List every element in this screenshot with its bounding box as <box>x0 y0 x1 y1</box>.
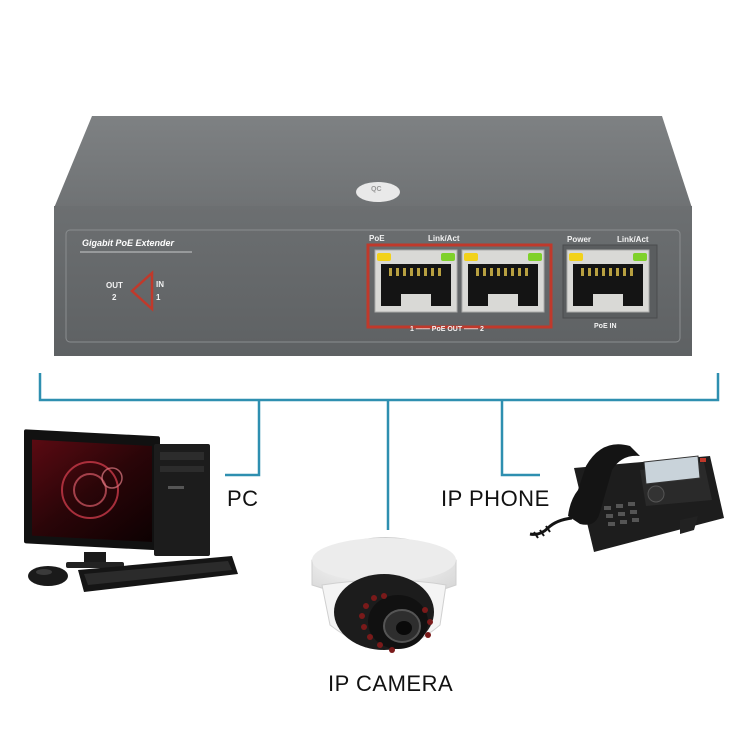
bus-line <box>38 373 720 402</box>
ip-phone-icon <box>529 444 724 552</box>
device-brand-label: Gigabit PoE Extender <box>82 238 175 248</box>
qc-sticker <box>356 182 400 202</box>
pc-label: PC <box>227 486 259 511</box>
rj45-port-in <box>566 249 650 313</box>
port-in-label: IN <box>156 280 164 289</box>
led-left-icon <box>377 253 391 261</box>
rj45-ports <box>374 249 650 313</box>
connector-lines <box>38 373 720 530</box>
link-act-led-label-in: Link/Act <box>617 235 649 244</box>
port-out-number: 2 <box>112 293 117 302</box>
led-left-icon <box>464 253 478 261</box>
port-in-number: 1 <box>156 293 161 302</box>
led-left-icon <box>569 253 583 261</box>
led-right-icon <box>633 253 647 261</box>
link-act-led-label-out: Link/Act <box>428 234 460 243</box>
qc-sticker-text: QC <box>371 186 382 193</box>
pc-connector <box>225 400 261 477</box>
device-top-surface <box>54 116 692 208</box>
phone-connector <box>500 400 540 477</box>
ip-phone-label: IP PHONE <box>441 486 550 511</box>
dome-camera-icon <box>311 537 457 653</box>
rj45-port-out-1 <box>374 249 458 313</box>
desktop-computer-icon <box>24 429 238 592</box>
poe-out-port-group <box>366 243 553 329</box>
led-right-icon <box>528 253 542 261</box>
rj45-port-out-2 <box>461 249 545 313</box>
port-out-label: OUT <box>106 281 123 290</box>
poe-in-label: PoE IN <box>594 323 617 330</box>
port-direction-arrow-icon <box>130 270 154 312</box>
poe-out-label: 1 —— PoE OUT —— 2 <box>410 326 484 333</box>
ip-camera-label: IP CAMERA <box>328 671 454 696</box>
poe-led-label: PoE <box>369 234 385 243</box>
led-right-icon <box>441 253 455 261</box>
power-led-label: Power <box>567 235 592 244</box>
